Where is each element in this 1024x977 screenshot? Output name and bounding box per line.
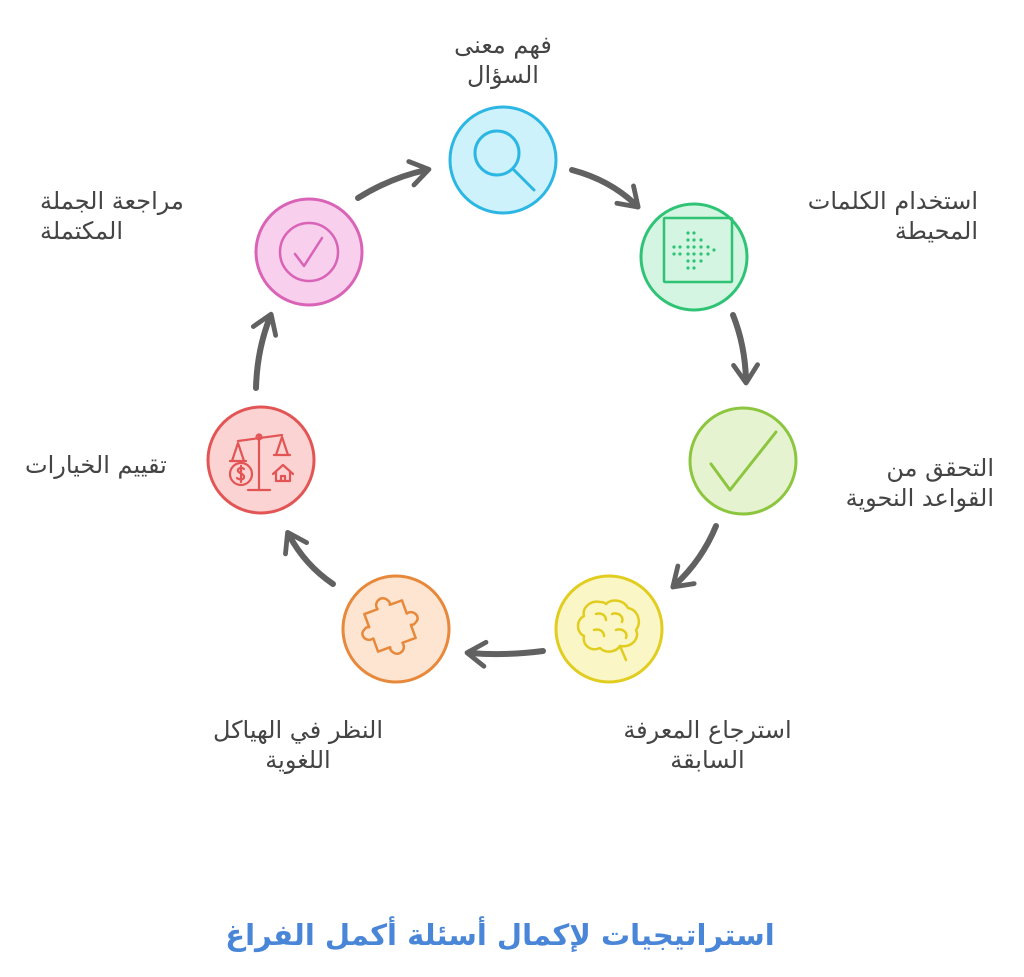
step-2-label: استخدام الكلمات المحيطة — [748, 186, 978, 246]
step-7-circle — [254, 197, 364, 307]
puzzle-icon — [361, 597, 419, 655]
check-circle-icon — [278, 221, 340, 283]
step-2-node — [639, 202, 749, 312]
arrow-1-to-2 — [569, 167, 641, 210]
arrow-4-to-5 — [464, 639, 546, 669]
step-1-circle — [448, 105, 558, 215]
cycle-arrows — [250, 159, 760, 669]
step-5-circle — [341, 574, 451, 684]
checkmark-icon — [709, 430, 778, 492]
step-4-circle — [554, 574, 664, 684]
step-3-node — [688, 406, 798, 516]
balance-scale-icon — [228, 433, 295, 492]
arrow-7-to-1 — [355, 159, 432, 201]
step-1-node — [448, 105, 558, 215]
dotted-arrow-icon — [662, 216, 734, 284]
step-7-label-line2: المكتملة — [40, 217, 124, 245]
step-6-circle — [206, 405, 316, 515]
step-1-label-line2: السؤال — [467, 61, 539, 89]
step-7-label: مراجعة الجملة المكتملة — [40, 186, 230, 246]
brain-icon — [576, 599, 640, 662]
step-7-node — [254, 197, 364, 307]
arrow-6-to-7 — [250, 311, 279, 391]
diagram-title: استراتيجيات لإكمال أسئلة أكمل الفراغ — [225, 918, 775, 952]
magnifier-icon — [473, 129, 536, 192]
step-1-label-line1: فهم معنى — [454, 31, 552, 59]
step-2-label-line1: استخدام الكلمات — [807, 187, 978, 215]
step-5-label-line1: النظر في الهياكل — [212, 716, 384, 744]
step-5-node — [341, 574, 451, 684]
step-4-label: استرجاع المعرفة السابقة — [595, 715, 820, 775]
step-6-label-line1: تقييم الخيارات — [25, 451, 167, 479]
step-3-circle — [688, 406, 798, 516]
step-5-label: النظر في الهياكل اللغوية — [180, 715, 416, 775]
arrow-2-to-3 — [730, 312, 760, 386]
step-4-label-line1: استرجاع المعرفة — [623, 716, 792, 744]
arrow-5-to-6 — [283, 529, 336, 587]
step-3-label: التحقق من القواعد النحوية — [784, 453, 994, 513]
arrow-3-to-4 — [670, 523, 719, 590]
step-1-label: فهم معنى السؤال — [423, 30, 583, 90]
step-3-label-line2: القواعد النحوية — [845, 484, 994, 512]
step-6-label: تقييم الخيارات — [25, 450, 205, 480]
step-6-node — [206, 405, 316, 515]
step-5-label-line2: اللغوية — [265, 746, 331, 774]
step-4-node — [554, 574, 664, 684]
step-3-label-line1: التحقق من — [886, 454, 994, 482]
step-7-label-line1: مراجعة الجملة — [40, 187, 184, 215]
step-2-circle — [639, 202, 749, 312]
step-4-label-line2: السابقة — [670, 746, 745, 774]
step-2-label-line2: المحيطة — [894, 217, 978, 245]
